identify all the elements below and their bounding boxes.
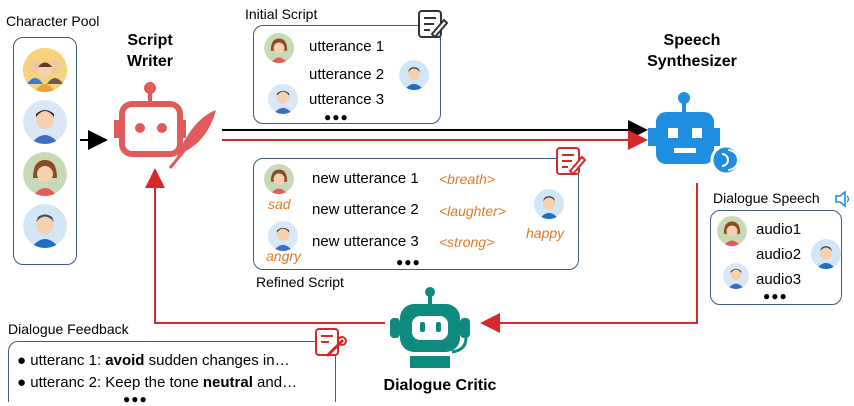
boy-avatar-icon: [399, 60, 429, 90]
girl-avatar-icon: [717, 216, 747, 246]
initial-utterance-3: utterance 3: [309, 91, 385, 108]
refined-utterance-3: new utterance 3: [312, 233, 419, 250]
man-avatar-icon: [723, 263, 749, 289]
tag-strong: <strong>: [439, 234, 495, 250]
man-avatar-icon: [268, 221, 298, 251]
script-writer-robot-icon: [114, 82, 216, 169]
refined-script-title: Refined Script: [256, 274, 344, 290]
tag-breath: <breath>: [439, 171, 496, 187]
emotion-angry: angry: [266, 248, 302, 264]
dialogue-critic-robot-icon: [390, 287, 470, 368]
group-avatar-icon: [23, 48, 67, 92]
refine-edit-icon: [556, 147, 587, 176]
emotion-sad: sad: [268, 196, 291, 212]
dialogue-speech-panel: audio1 audio2 audio3 ●●●: [710, 210, 842, 305]
boy-avatar-icon: [23, 204, 67, 248]
synth-to-critic-arrow: [480, 183, 698, 333]
dialogue-feedback-title: Dialogue Feedback: [8, 321, 129, 337]
dialogue-feedback-panel: ● utteranc 1: avoid sudden changes in… ●…: [8, 341, 336, 406]
boy-avatar-icon: [811, 239, 841, 269]
character-pool-panel: [13, 37, 77, 265]
audio-3: audio3: [756, 271, 802, 288]
refined-utterance-2: new utterance 2: [312, 201, 419, 218]
dialogue-critic-title: Dialogue Critic: [383, 377, 497, 394]
feedback-item-2: ● utteranc 2: Keep the tone neutral and…: [17, 374, 298, 391]
dialogue-speech-ellipsis: ●●●: [763, 289, 788, 303]
refined-script-ellipsis: ●●●: [396, 255, 421, 269]
refined-script-panel: sad new utterance 1 <breath> new utteran…: [253, 158, 579, 270]
man-avatar-icon: [268, 84, 298, 114]
refined-utterance-1: new utterance 1: [312, 170, 419, 187]
boy-avatar-icon: [534, 189, 564, 219]
girl-avatar-icon: [264, 33, 294, 63]
speaker-icon: [835, 190, 850, 208]
emotion-happy: happy: [526, 225, 565, 241]
man-avatar-icon: [23, 100, 67, 144]
feedback-ellipsis: ●●●: [123, 392, 148, 406]
initial-script-ellipsis: ●●●: [324, 110, 349, 124]
audio-1: audio1: [756, 221, 802, 238]
character-pool-title: Character Pool: [6, 13, 100, 29]
initial-script-panel: utterance 1 utterance 2 utterance 3 ●●●: [253, 25, 441, 124]
script-edit-icon: [418, 10, 448, 39]
speech-synthesizer-robot-icon: [648, 92, 742, 176]
feedback-item-1: ● utteranc 1: avoid sudden changes in…: [17, 352, 290, 369]
audio-2: audio2: [756, 246, 802, 263]
girl-avatar-icon: [23, 152, 67, 196]
dialogue-speech-title: Dialogue Speech: [713, 190, 820, 206]
feedback-tool-icon: [315, 328, 347, 358]
critic-to-writer-arrow: [145, 168, 385, 324]
tag-laughter: <laughter>: [439, 203, 506, 219]
girl-avatar-icon: [264, 164, 294, 194]
initial-utterance-2: utterance 2: [309, 66, 385, 83]
initial-script-title: Initial Script: [245, 6, 318, 22]
initial-utterance-1: utterance 1: [309, 38, 385, 55]
